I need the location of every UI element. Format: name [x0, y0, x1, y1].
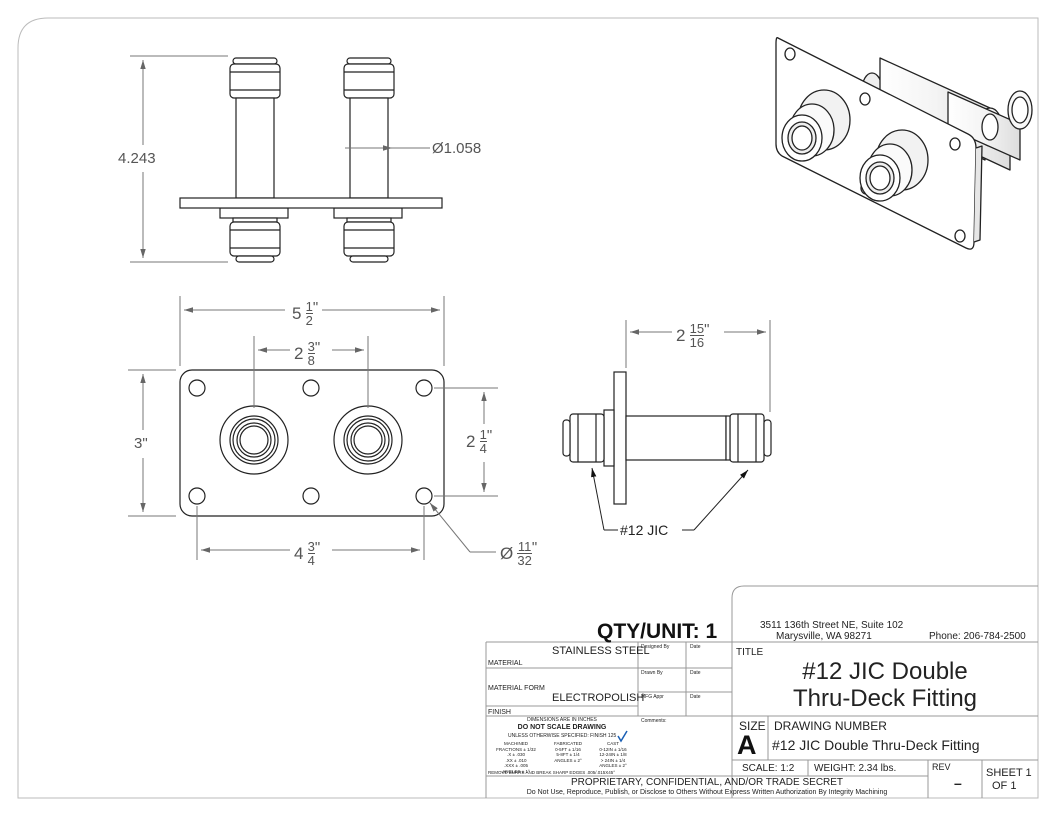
designed-date-label: Date: [690, 644, 701, 650]
port-spacing-whole: 2: [294, 344, 304, 363]
jic-leaders: [591, 467, 749, 531]
address-line2: Marysville, WA 98271: [776, 631, 872, 642]
drawing-number: #12 JIC Double Thru-Deck Fitting: [772, 737, 980, 753]
tolerance-machined: MACHINED FRACTIONS ± 1/32 .X ± .030 .XX …: [496, 741, 536, 774]
side-length-den: 16: [689, 335, 705, 350]
side-right-nut: [725, 413, 772, 463]
port-spacing-den: 8: [307, 353, 315, 368]
height-dimension: 4.243: [118, 150, 156, 167]
title-line1: #12 JIC Double: [802, 658, 968, 685]
hole-horizontal-den: 4: [307, 553, 315, 568]
hole-vertical-num: 1: [479, 427, 487, 442]
address-line1: 3511 136th Street NE, Suite 102: [760, 620, 904, 631]
comments-label: Comments:: [641, 718, 667, 724]
hole-diameter-num: 11: [517, 539, 532, 554]
tolerance-no-scale: DO NOT SCALE DRAWING: [517, 724, 607, 731]
sheet-border: [17, 17, 1039, 799]
size-label: SIZE: [739, 719, 766, 733]
plan-dimensions: [128, 296, 498, 560]
finish-label: FINISH: [488, 709, 511, 716]
left-fitting-front: [219, 57, 289, 263]
plate-width-dimension: 5 1 2 ": [292, 300, 318, 327]
mfg-date-label: Date: [690, 694, 701, 700]
proprietary-notice: PROPRIETARY, CONFIDENTIAL, AND/OR TRADE …: [570, 777, 844, 788]
hole-horizontal-whole: 4: [294, 544, 304, 563]
hole-diameter-den: 32: [517, 553, 532, 568]
side-length-dimension: 2 15 16 ": [676, 322, 709, 349]
sheet-number: SHEET 1: [986, 767, 1032, 779]
isometric-view: [775, 36, 1033, 250]
plate-width-inch: ": [312, 299, 319, 316]
drawn-date-label: Date: [690, 670, 701, 676]
tolerance-cast: CAST 0-12IN ± 1/16 12-24IN ± 1/8 > 24IN …: [599, 741, 627, 768]
front-dimensions: [130, 55, 430, 263]
jic-callout: #12 JIC: [620, 522, 669, 538]
side-view: [562, 371, 772, 505]
hole-horizontal-dimension: 4 3 4 ": [294, 540, 320, 567]
weight: WEIGHT: 2.34 lbs.: [814, 763, 897, 774]
title-line2: Thru-Deck Fitting: [792, 685, 978, 712]
side-length-num: 15: [689, 321, 705, 336]
plate-width-num: 1: [305, 299, 313, 314]
tolerance-unless: UNLESS OTHERWISE SPECIFIED: FINISH 125: [508, 733, 617, 739]
right-fitting-front: [333, 57, 403, 263]
material-form-label: MATERIAL FORM: [488, 685, 545, 692]
rev-label: REV: [932, 762, 951, 772]
hole-diameter-inch: ": [531, 539, 538, 556]
scale: SCALE: 1:2: [742, 763, 795, 774]
iso-front-nut-right: [859, 129, 929, 202]
qty-per-unit: QTY/UNIT: 1: [597, 620, 718, 643]
front-view: [179, 57, 443, 263]
finish-value: ELECTROPOLISH: [552, 692, 645, 704]
title-label: TITLE: [736, 647, 764, 658]
drawn-by-label: Drawn By: [641, 670, 663, 676]
sheet-total: OF 1: [992, 780, 1017, 792]
port-right: [333, 405, 403, 475]
plate-height-dimension: 3": [134, 435, 148, 452]
hole-vertical-dimension: 2 1 4 ": [466, 428, 492, 455]
port-spacing-inch: ": [314, 339, 321, 356]
tolerance-fabricated: FABRICATED 0-5FT ± 1/16 5-8FT ± 1/4 ANGL…: [554, 741, 582, 763]
plate-outline: [179, 369, 445, 517]
company-phone: Phone: 206-784-2500: [929, 631, 1026, 642]
port-spacing-dimension: 2 3 8 ": [294, 340, 320, 367]
port-left: [219, 405, 289, 475]
hole-vertical-whole: 2: [466, 432, 476, 451]
side-length-inch: ": [704, 321, 710, 338]
rev-value: –: [954, 775, 962, 791]
hole-horizontal-num: 3: [307, 539, 315, 554]
hole-vertical-den: 4: [479, 441, 487, 456]
tolerance-footer: REMOVE BURRS AND BREAK SHARP EDGES .005/…: [488, 770, 616, 775]
port-spacing-num: 3: [307, 339, 315, 354]
plate-width-whole: 5: [292, 304, 302, 323]
diameter-symbol: Ø: [432, 140, 444, 157]
hole-diameter-dimension: Ø 11 32 ": [500, 540, 537, 567]
hole-diameter-symbol: Ø: [500, 544, 514, 563]
side-dimensions: [625, 320, 771, 412]
size-value: A: [737, 730, 757, 760]
side-length-whole: 2: [676, 326, 686, 345]
tolerance-units: DIMENSIONS ARE IN INCHES: [527, 717, 597, 723]
material-value: STAINLESS STEEL: [552, 645, 650, 657]
hole-vertical-inch: ": [486, 427, 493, 444]
bolt-holes: [188, 379, 433, 505]
hole-horizontal-inch: ": [314, 539, 321, 556]
drawing-number-label: DRAWING NUMBER: [774, 719, 887, 733]
material-label: MATERIAL: [488, 660, 523, 667]
side-flange: [613, 371, 627, 505]
plate-width-den: 2: [305, 313, 313, 328]
iso-front-nut-left: [781, 89, 851, 162]
finish-check-icon: [617, 730, 628, 743]
diameter-value: 1.058: [443, 140, 482, 157]
flange-front: [179, 197, 443, 209]
disclaimer-notice: Do Not Use, Reproduce, Publish, or Discl…: [526, 789, 888, 796]
side-left-nut: [562, 413, 605, 463]
designed-by-label: Designed By: [641, 644, 670, 650]
plan-view: [179, 369, 445, 517]
diameter-dimension: Ø1.058: [432, 141, 481, 156]
mfg-appr-label: MFG Appr: [641, 694, 664, 700]
title-block-frame: [485, 585, 1038, 798]
